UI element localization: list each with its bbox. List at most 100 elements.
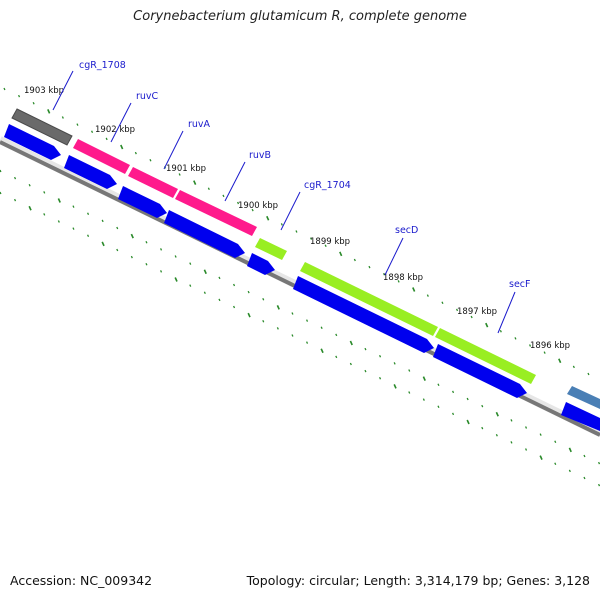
gene-cgr1704[interactable]: [255, 238, 287, 260]
minor-tick: [587, 372, 590, 376]
minor-tick: [280, 223, 283, 226]
major-tick: [495, 411, 499, 417]
minor-tick: [470, 315, 473, 319]
minor-tick: [32, 101, 35, 105]
minor-tick: [28, 183, 31, 187]
gene-label-ruvb[interactable]: ruvB: [249, 150, 271, 161]
minor-tick: [178, 173, 181, 176]
minor-tick: [408, 391, 411, 394]
gene-label-secf[interactable]: secF: [509, 279, 530, 290]
cds-arrow[interactable]: [118, 186, 167, 218]
minor-tick: [568, 469, 571, 473]
cds-arrow[interactable]: [561, 402, 600, 431]
minor-tick: [441, 301, 444, 305]
major-tick: [101, 241, 105, 247]
minor-tick: [91, 130, 94, 134]
major-tick: [320, 348, 324, 354]
minor-tick: [572, 365, 575, 369]
minor-tick: [233, 305, 236, 309]
kbp-label: 1898 kbp: [383, 273, 423, 283]
gene-secf[interactable]: [435, 328, 536, 384]
major-tick: [247, 312, 251, 318]
minor-tick: [368, 265, 371, 269]
minor-tick: [218, 298, 221, 302]
minor-tick: [247, 290, 250, 294]
gene-cgr1708[interactable]: [11, 108, 73, 146]
minor-tick: [18, 94, 21, 98]
minor-tick: [510, 441, 513, 444]
minor-tick: [379, 376, 382, 380]
leader-line: [280, 191, 301, 231]
minor-tick: [276, 327, 279, 330]
minor-tick: [437, 383, 440, 387]
major-tick: [174, 277, 178, 282]
minor-tick: [105, 137, 108, 141]
minor-tick: [422, 398, 425, 401]
leader-line: [52, 70, 74, 111]
minor-tick: [349, 362, 352, 366]
major-tick: [422, 376, 426, 381]
gene-label-secd[interactable]: secD: [395, 225, 418, 236]
minor-tick: [149, 158, 152, 162]
gene-label-cgr1704[interactable]: cgR_1704: [304, 180, 351, 191]
minor-tick: [353, 258, 356, 262]
minor-tick: [379, 354, 382, 358]
minor-tick: [160, 248, 163, 251]
minor-tick: [452, 390, 455, 394]
gene-label-ruva[interactable]: ruvA: [188, 119, 211, 130]
gene-ruvc[interactable]: [73, 139, 130, 174]
minor-tick: [222, 194, 225, 198]
gene-ruva[interactable]: [128, 167, 178, 198]
minor-tick: [456, 308, 459, 312]
major-tick: [568, 447, 572, 453]
gene-next[interactable]: [567, 386, 600, 409]
minor-tick: [598, 461, 600, 465]
cds-arrow[interactable]: [64, 155, 117, 189]
major-tick: [193, 180, 197, 185]
major-tick: [47, 109, 51, 114]
minor-tick: [554, 462, 557, 466]
minor-tick: [383, 272, 386, 276]
minor-tick: [514, 337, 517, 340]
major-tick: [276, 305, 280, 310]
minor-tick: [525, 426, 528, 429]
minor-tick: [72, 205, 75, 208]
cds-arrow[interactable]: [4, 124, 61, 160]
minor-tick: [87, 212, 90, 216]
minor-tick: [237, 201, 240, 205]
minor-tick: [495, 433, 498, 437]
label-leaders: [52, 70, 516, 334]
minor-tick: [510, 419, 513, 422]
minor-tick: [189, 284, 192, 287]
minor-tick: [262, 297, 265, 301]
gene-ruvb[interactable]: [175, 190, 257, 236]
major-tick: [466, 419, 470, 425]
minor-tick: [57, 220, 60, 223]
minor-tick: [466, 397, 469, 401]
kbp-label: 1897 kbp: [457, 307, 497, 317]
cds-arrow[interactable]: [293, 276, 434, 353]
minor-tick: [207, 187, 210, 191]
cds-arrow[interactable]: [164, 210, 245, 258]
minor-tick: [251, 208, 254, 212]
minor-tick: [393, 362, 396, 365]
gene-label-ruvc[interactable]: ruvC: [136, 91, 159, 102]
leader-line: [110, 102, 132, 143]
minor-tick: [335, 355, 338, 359]
minor-tick: [0, 191, 2, 195]
minor-tick: [320, 326, 323, 330]
leader-line: [224, 161, 246, 202]
minor-tick: [583, 454, 586, 458]
kbp-label: 1900 kbp: [238, 201, 278, 211]
cds-track: [4, 124, 600, 431]
major-tick: [393, 384, 397, 389]
minor-tick: [203, 291, 206, 295]
gene-secd[interactable]: [300, 262, 438, 336]
cds-arrow[interactable]: [433, 344, 527, 398]
minor-tick: [364, 369, 367, 373]
minor-tick: [160, 270, 163, 273]
cds-arrow[interactable]: [247, 253, 275, 275]
gene-label-cgr1708[interactable]: cgR_1708: [79, 60, 126, 71]
minor-tick: [437, 405, 440, 409]
